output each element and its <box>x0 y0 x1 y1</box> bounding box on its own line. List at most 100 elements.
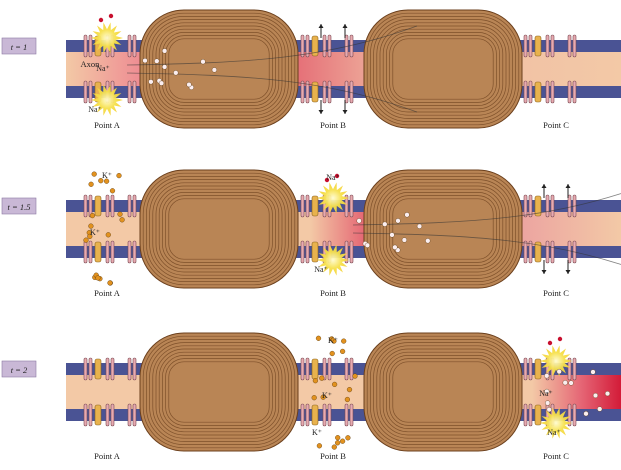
ion-channel <box>528 194 533 218</box>
ion-channel <box>523 34 528 58</box>
ion-particle <box>329 350 335 357</box>
myelin-wrap-line <box>382 28 504 110</box>
myelin-wrap-line <box>370 176 516 282</box>
ion-channel <box>83 80 88 104</box>
watermark: 知乎 @生物流 <box>507 437 608 456</box>
ion-particle <box>597 406 603 412</box>
ion-particle <box>162 64 168 70</box>
ion-channel <box>132 403 137 427</box>
ion-particle <box>401 237 408 243</box>
myelin-wrap-line <box>142 172 296 286</box>
ion-channel <box>528 403 533 427</box>
ion-channel <box>567 80 572 104</box>
myelin-wrap-line <box>392 361 494 423</box>
ion-particle <box>544 373 550 379</box>
myelin-wrap-line <box>155 25 283 113</box>
sodium-ion <box>557 336 563 342</box>
ion-particle <box>91 171 97 177</box>
myelin-wrap-line <box>168 38 270 100</box>
sodium-ion <box>334 173 340 179</box>
point-label-3: Point C <box>543 451 569 461</box>
ion-channel <box>528 34 533 58</box>
ion-label: Na⁺ <box>326 173 340 182</box>
ion-channel <box>105 403 110 427</box>
ion-channel <box>567 34 572 58</box>
myelin-wrap-line <box>389 195 497 263</box>
ion-pump <box>94 404 102 426</box>
ion-channel <box>550 240 555 264</box>
ion-particle <box>83 237 89 243</box>
arrowhead <box>318 24 324 28</box>
time-label-box <box>1 360 37 378</box>
ion-particle <box>105 232 111 238</box>
ion-channel <box>528 240 533 264</box>
ion-channel <box>132 357 137 381</box>
ion-channel <box>572 34 577 58</box>
ion-label: Na⁺ <box>547 428 561 437</box>
ion-channel <box>567 194 572 218</box>
ion-channel <box>344 403 349 427</box>
myelin-wrap-line <box>373 342 513 442</box>
myelin-wrap-line <box>373 19 513 119</box>
myelin-wrap-line <box>370 16 516 122</box>
myelin-wrap-line <box>165 195 273 263</box>
ion-pump <box>94 195 102 217</box>
myelin-wrap-line <box>142 12 296 126</box>
local-current <box>126 25 418 66</box>
myelin-wrap-line <box>158 28 280 110</box>
axon-label: Axon <box>81 59 101 69</box>
ion-channel <box>550 34 555 58</box>
ion-channel <box>300 403 305 427</box>
ion-channel <box>110 403 115 427</box>
time-label: t = 1.5 <box>8 202 31 212</box>
ion-channel <box>110 194 115 218</box>
ion-channel <box>322 357 327 381</box>
ion-particle <box>117 211 123 217</box>
ion-channel <box>305 80 310 104</box>
ion-channel <box>127 357 132 381</box>
ion-channel <box>523 357 528 381</box>
ion-channel <box>305 194 310 218</box>
myelin-wrap-line <box>146 16 292 122</box>
myelin-wrap-line <box>376 345 510 439</box>
ion-channel <box>88 80 93 104</box>
ion-channel <box>572 80 577 104</box>
ion-channel <box>528 80 533 104</box>
ion-pump <box>94 241 102 263</box>
ion-particle <box>88 223 94 229</box>
myelin-wrap-line <box>382 351 504 433</box>
ion-channel <box>300 357 305 381</box>
ion-pump <box>534 241 542 263</box>
arrowhead <box>541 270 547 274</box>
ion-particle <box>162 48 168 54</box>
myelin-sheath <box>363 169 523 289</box>
ion-pump <box>534 195 542 217</box>
ion-channel <box>300 80 305 104</box>
ion-channel <box>300 240 305 264</box>
ion-channel <box>88 34 93 58</box>
myelin-wrap-line <box>149 342 289 442</box>
myelin-sheath <box>139 332 299 452</box>
ion-particle <box>568 380 574 386</box>
depolarization-flash <box>540 407 572 439</box>
ion-channel <box>349 357 354 381</box>
ion-channel <box>305 240 310 264</box>
myelin-sheath <box>363 332 523 452</box>
ion-particle <box>316 443 323 449</box>
myelin-wrap-line <box>165 358 273 426</box>
myelin-wrap-line <box>146 176 292 282</box>
ion-channel <box>132 80 137 104</box>
point-label-1: Point A <box>94 288 121 298</box>
depolarization-flash <box>540 345 572 377</box>
myelin-wrap-line <box>152 22 286 116</box>
ion-pump <box>534 358 542 380</box>
ion-particle <box>583 411 589 417</box>
ion-particle <box>211 67 218 73</box>
arrowhead <box>565 184 571 188</box>
point-label-2: Point B <box>320 451 346 461</box>
myelin-wrap-line <box>162 32 276 106</box>
myelin-wrap-line <box>168 361 270 423</box>
time-label-box <box>1 37 37 55</box>
ion-label: K⁺ <box>102 171 112 180</box>
